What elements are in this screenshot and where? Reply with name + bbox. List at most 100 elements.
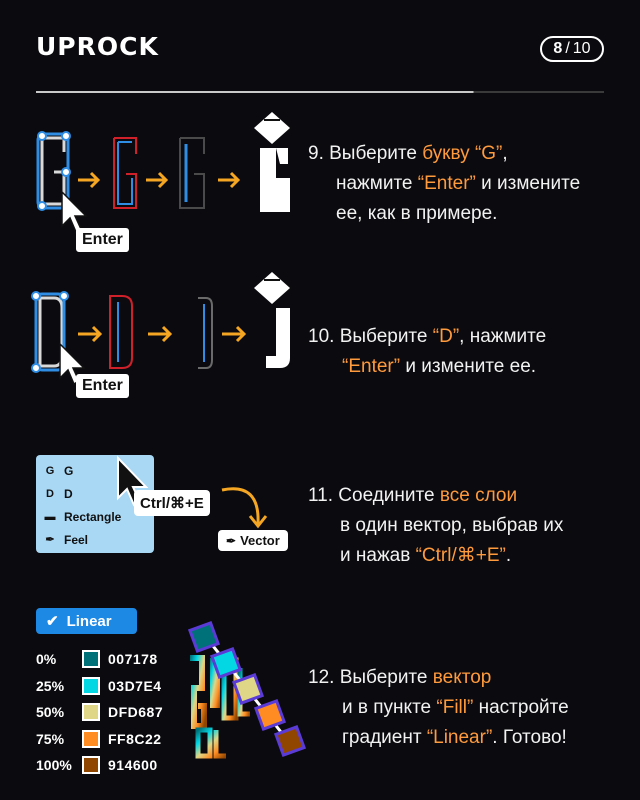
step-text: 11. Соедините xyxy=(308,485,440,506)
step-text: и в пункте xyxy=(342,697,437,718)
gradient-stop[interactable]: 50% DFD687 xyxy=(36,699,163,726)
highlight-text: “Fill” xyxy=(436,697,474,718)
stop-percent: 100% xyxy=(36,757,72,774)
stop-swatch xyxy=(82,756,100,775)
step-text: настройте xyxy=(473,697,569,718)
progress-divider xyxy=(36,91,604,93)
step-11-text: 11. Соедините все слои в один вектор, вы… xyxy=(308,481,563,571)
step-text: 12. Выберите xyxy=(308,667,433,688)
highlight-text: “Ctrl/⌘+E” xyxy=(415,545,506,566)
step-text: , xyxy=(502,143,508,164)
gradient-handle-swatches xyxy=(187,620,307,758)
highlight-text: букву “G” xyxy=(422,143,503,164)
gradient-artwork xyxy=(187,620,307,759)
step-line: и нажав “Ctrl/⌘+E”. xyxy=(308,541,563,571)
arrow-icon xyxy=(218,171,241,189)
layer-row-rectangle[interactable]: ▬ Rectangle xyxy=(44,505,154,528)
step-line: “Enter” и измените ее. xyxy=(308,352,546,382)
curved-arrow-icon xyxy=(221,487,260,525)
outlined-g-glyph xyxy=(113,137,137,209)
arrow-icon xyxy=(148,325,173,343)
cursor-icon xyxy=(61,190,88,234)
step-text: и измените xyxy=(475,173,581,194)
arrow-icon xyxy=(78,325,103,343)
step-text: 9. Выберите xyxy=(308,143,423,164)
step-line: и в пункте “Fill” настройте xyxy=(308,693,569,723)
linear-label: Linear xyxy=(66,612,112,630)
gradient-stop[interactable]: 0% 007178 xyxy=(36,646,163,673)
stop-swatch xyxy=(82,703,100,722)
layer-row-g[interactable]: G G xyxy=(44,459,154,482)
gradient-stop[interactable]: 100% 914600 xyxy=(36,752,163,779)
step-line: в один вектор, выбрав их xyxy=(308,511,563,541)
gradient-stops: 0% 007178 25% 03D7E4 50% DFD687 75% FF8C… xyxy=(36,646,163,779)
highlight-text: “Enter” xyxy=(417,173,476,194)
shortcut-badge: Ctrl/⌘+E xyxy=(134,490,210,516)
stop-percent: 50% xyxy=(36,704,65,721)
highlight-text: “Linear” xyxy=(426,727,493,748)
vector-label: Vector xyxy=(240,533,280,548)
highlight-text: вектор xyxy=(432,667,492,688)
layer-label: D xyxy=(64,486,73,501)
step10-illustration xyxy=(31,272,290,386)
gradient-stop[interactable]: 75% FF8C22 xyxy=(36,726,163,753)
step-10-text: 10. Выберите “D”, нажмите “Enter” и изме… xyxy=(308,322,546,382)
step-line: градиент “Linear”. Готово! xyxy=(308,723,569,753)
thin-d-glyph xyxy=(198,297,213,369)
enter-key-badge: Enter xyxy=(76,374,129,398)
outlined-d-glyph xyxy=(109,295,133,369)
stop-hex: DFD687 xyxy=(108,704,164,721)
page-indicator: 8 / 10 xyxy=(540,36,604,62)
stop-swatch xyxy=(82,650,100,669)
layer-label: G xyxy=(64,463,74,478)
arrow-icon xyxy=(222,325,247,343)
stop-percent: 25% xyxy=(36,677,65,694)
stop-percent: 0% xyxy=(36,651,57,668)
stop-swatch xyxy=(82,676,100,695)
final-g-glyph xyxy=(254,112,290,212)
step-text: , нажмите xyxy=(459,326,547,347)
vector-layer-chip: ✒ Vector xyxy=(218,530,288,551)
step-12-text: 12. Выберите вектор и в пункте “Fill” на… xyxy=(308,663,569,753)
layer-row-feel[interactable]: ✒ Feel xyxy=(44,528,154,551)
page-separator: / xyxy=(565,40,570,57)
step-text: . xyxy=(505,545,512,566)
enter-key-badge: Enter xyxy=(76,228,129,252)
highlight-text: “Enter” xyxy=(342,356,401,377)
linear-gradient-button[interactable]: ✔ Linear xyxy=(36,608,137,634)
highlight-text: “D” xyxy=(432,326,460,347)
thin-g-glyph xyxy=(179,137,205,209)
step-text: 10. Выберите xyxy=(308,326,433,347)
rectangle-icon: ▬ xyxy=(44,510,56,523)
step-line: 9. Выберите букву “G”, xyxy=(308,139,580,169)
layer-row-d[interactable]: D D xyxy=(44,482,154,505)
layer-label: Feel xyxy=(64,532,89,547)
stop-hex: FF8C22 xyxy=(108,730,162,747)
stop-swatch xyxy=(82,729,100,748)
page-total: 10 xyxy=(572,40,591,57)
pen-icon: ✒ xyxy=(45,534,55,546)
step-9-text: 9. Выберите букву “G”, нажмите “Enter” и… xyxy=(308,139,580,229)
pen-icon: ✒ xyxy=(226,533,237,548)
step-text: и измените ее. xyxy=(400,356,537,377)
arrow-icon xyxy=(146,171,169,189)
step-line: нажмите “Enter” и измените xyxy=(308,169,580,199)
step-text: и нажав xyxy=(340,545,416,566)
page-current: 8 xyxy=(553,40,563,57)
g-glyph-icon: G xyxy=(45,464,55,477)
stop-percent: 75% xyxy=(36,730,65,747)
stop-hex: 914600 xyxy=(108,757,158,774)
step-text: нажмите xyxy=(336,173,418,194)
step-line: 11. Соедините все слои xyxy=(308,481,563,511)
step-line: 10. Выберите “D”, нажмите xyxy=(308,322,546,352)
step9-illustration xyxy=(36,112,290,234)
layer-label: Rectangle xyxy=(64,509,122,524)
stop-hex: 03D7E4 xyxy=(108,677,162,694)
arrow-icon xyxy=(78,171,101,189)
final-j-glyph xyxy=(254,272,290,368)
step-line: 12. Выберите вектор xyxy=(308,663,569,693)
step-text: ее, как в примере. xyxy=(336,203,498,224)
d-glyph-icon: D xyxy=(46,487,54,500)
highlight-text: все слои xyxy=(439,485,518,506)
gradient-stop[interactable]: 25% 03D7E4 xyxy=(36,673,163,700)
